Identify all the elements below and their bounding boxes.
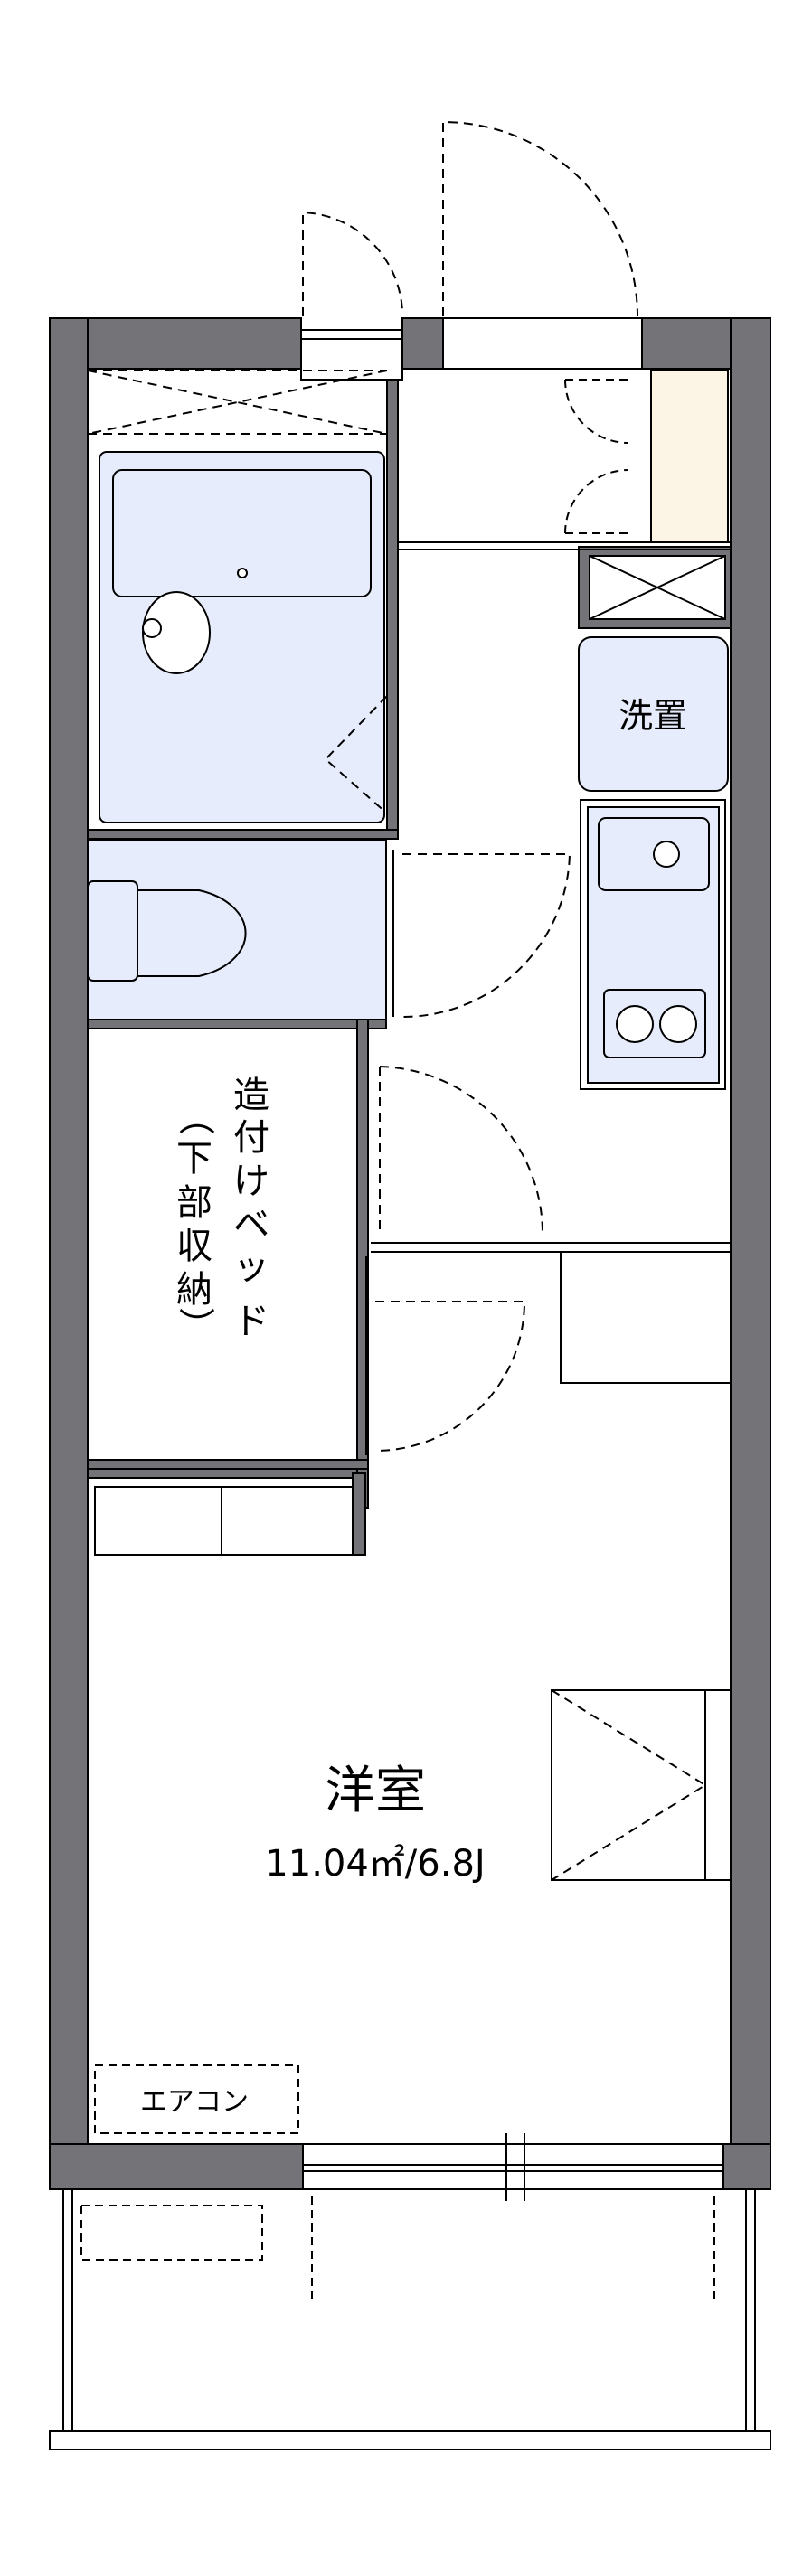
svg-text:ッ: ッ — [233, 1246, 269, 1288]
bath-door-swing — [324, 695, 388, 814]
bathroom — [87, 370, 388, 823]
washer-space: 洗置 — [578, 636, 729, 792]
closet-door-swing — [379, 1066, 543, 1235]
built-in-bed-label: 造 付 け ベ ッ ド — [233, 1075, 269, 1342]
aircon-label: エアコン — [140, 2086, 249, 2118]
svg-text:ベ: ベ — [233, 1204, 269, 1246]
svg-text:ド: ド — [233, 1301, 269, 1342]
western-room-label: 洋室 — [325, 1762, 426, 1820]
burner-right-icon — [659, 1005, 697, 1043]
main-entrance-door-swing — [442, 120, 638, 317]
storage-label: （ 下 部 収 納 ） — [175, 1099, 216, 1343]
wall-right — [730, 317, 771, 2190]
wall-toilet-closet — [87, 1019, 387, 1029]
wall-bottom-right — [722, 2143, 771, 2190]
washbasin — [142, 591, 211, 674]
western-room-area: 11.04㎡/6.8J — [265, 1843, 485, 1885]
svg-text:部: 部 — [176, 1182, 212, 1224]
aircon: エアコン — [94, 2064, 299, 2134]
entry-door-swings — [302, 120, 638, 317]
svg-text:け: け — [233, 1161, 269, 1202]
svg-text:（: （ — [175, 1099, 216, 1135]
hall-doors — [365, 1066, 732, 1455]
drain-icon — [653, 841, 680, 868]
kitchen-counter — [580, 799, 726, 1090]
shoe-box — [650, 370, 729, 543]
burner-left-icon — [616, 1005, 654, 1043]
kitchen-alcove — [560, 1251, 732, 1384]
room-door-swing — [374, 1301, 526, 1452]
svg-text:納: 納 — [176, 1269, 212, 1311]
shoe-box-door-swing — [564, 379, 633, 534]
toilet-door-swing — [401, 853, 571, 1018]
wall-closet-bottom — [87, 1459, 369, 1470]
wall-top-mid — [401, 317, 444, 370]
washer-label: 洗置 — [618, 696, 687, 736]
meter-recess — [300, 329, 403, 381]
svg-text:造: 造 — [233, 1075, 269, 1116]
built-in-bed: 造 付 け ベ ッ ド （ 下 部 収 納 ） — [87, 1028, 358, 1461]
entrance-threshold — [442, 317, 643, 370]
toilet-tank — [87, 880, 138, 982]
meter-box-door-swing — [302, 211, 403, 316]
bathtub — [112, 469, 372, 597]
wall-bath-entry — [386, 379, 399, 832]
western-room: 洋室 11.04㎡/6.8J エアコン — [94, 1689, 732, 2134]
wall-bath-toilet — [87, 829, 399, 840]
svg-text:下: 下 — [176, 1138, 212, 1180]
toilet-room — [87, 840, 571, 1020]
svg-text:付: 付 — [233, 1117, 269, 1159]
wall-bottom-left — [49, 2143, 304, 2190]
entry-hall — [398, 370, 731, 620]
closet-shelf — [87, 1468, 366, 1556]
outer-walls — [49, 317, 771, 2190]
wall-top-left — [49, 317, 302, 370]
toilet-bowl — [137, 889, 247, 977]
svg-text:）: ） — [175, 1307, 216, 1343]
window-sash — [302, 2133, 724, 2201]
svg-text:収: 収 — [176, 1226, 212, 1267]
closet-niche — [551, 1689, 732, 1881]
wall-left — [49, 317, 89, 2190]
balcony — [49, 2189, 771, 2450]
outdoor-unit — [80, 2205, 263, 2261]
